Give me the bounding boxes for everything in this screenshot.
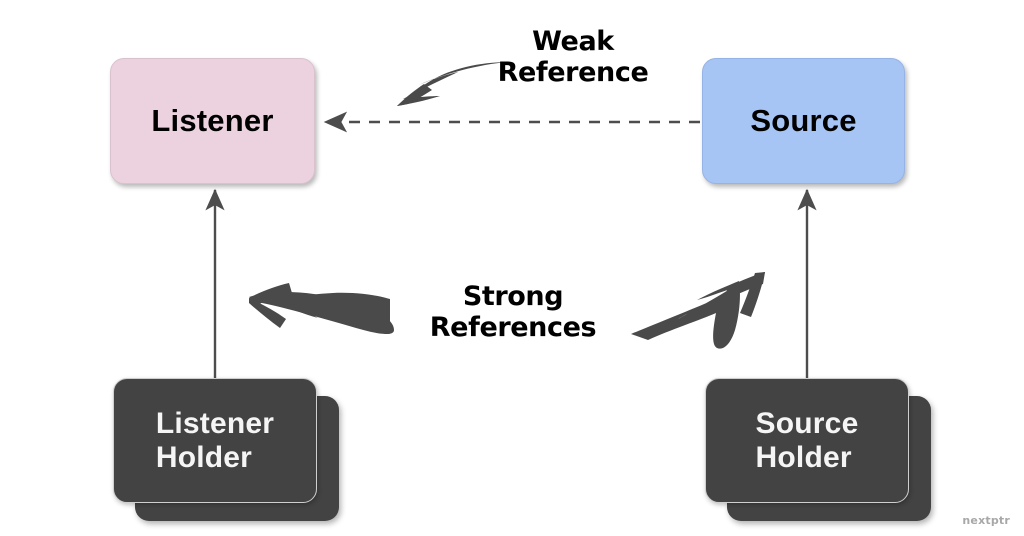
watermark: nextptr	[962, 514, 1010, 527]
annotation-strong-references: Strong References	[429, 281, 597, 344]
node-source-label: Source	[750, 102, 857, 138]
strong-left-callout-arrow	[249, 283, 394, 335]
weak-reference-callout-arrow	[397, 62, 509, 106]
node-source-holder-front-layer[interactable]: Source Holder	[705, 378, 909, 503]
annotation-weak-reference: Weak Reference	[497, 26, 649, 89]
node-listener-holder-label: Listener Holder	[155, 406, 275, 474]
node-listener-label: Listener	[151, 102, 274, 138]
strong-right-callout-arrow	[631, 272, 765, 349]
node-source[interactable]: Source	[702, 58, 905, 184]
node-listener[interactable]: Listener	[110, 58, 315, 184]
node-listener-holder-front-layer[interactable]: Listener Holder	[113, 378, 317, 503]
node-source-holder-label: Source Holder	[755, 406, 859, 474]
